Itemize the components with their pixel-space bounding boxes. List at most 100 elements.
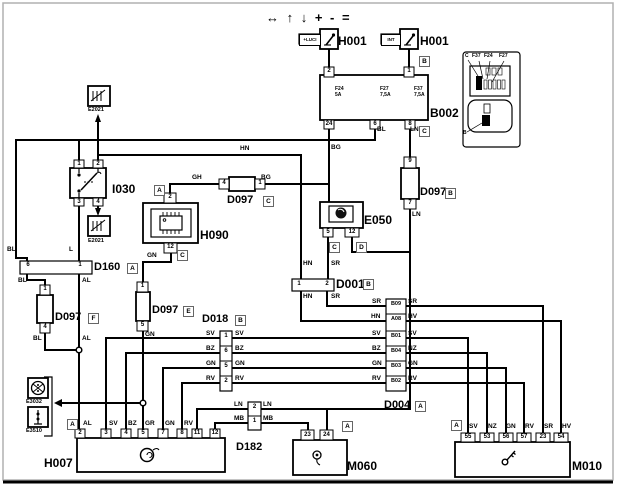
- wire-label-l: L: [69, 246, 73, 253]
- component-boxes: [27, 28, 571, 478]
- b002-pin-2: 2: [327, 68, 331, 74]
- wire-label-hn: HN: [303, 293, 313, 300]
- ref-a: A: [451, 420, 462, 431]
- wire-label-bz: BZ: [128, 420, 137, 427]
- d001-pin-1: 1: [297, 281, 301, 287]
- m010-pin-56: 56: [502, 434, 510, 440]
- h007-box: [76, 437, 226, 473]
- wire-label-sv: SV: [408, 330, 417, 337]
- ref-b: B: [235, 315, 246, 326]
- wire-rv: [181, 382, 525, 433]
- wire-label-gn: GN: [506, 423, 516, 430]
- wire-label-gn: GN: [165, 420, 175, 427]
- fuse-f37: F37: [414, 86, 423, 92]
- b002-pin-24: 24: [325, 121, 333, 127]
- d004-row-b01: B01: [390, 333, 402, 339]
- wire-label-sv: SV: [235, 330, 244, 337]
- wire-label-sr: SR: [372, 298, 382, 305]
- d182-label: D182: [236, 441, 263, 453]
- i030-pin-2: 2: [96, 161, 100, 167]
- legend-c: C: [465, 53, 469, 59]
- e050-pin-12: 12: [348, 229, 356, 235]
- e2021-bottom-box: [87, 215, 111, 237]
- wire-label-sr: SR: [544, 423, 554, 430]
- d004-label: D004: [384, 399, 411, 411]
- horn-spiral-icon: [139, 447, 160, 463]
- d160-label: D160: [94, 261, 121, 273]
- wire-label-sv: SV: [109, 420, 118, 427]
- d097c-label: D097: [227, 194, 254, 206]
- wire-label-bl: BL: [33, 335, 42, 342]
- ref-a: A: [415, 401, 426, 412]
- ref-b: B: [445, 188, 456, 199]
- fuse-f24: F24: [335, 86, 344, 92]
- e3510-label: E3510: [26, 428, 42, 434]
- d018-pin-2: 2: [224, 378, 228, 384]
- ground-icon: [90, 89, 106, 102]
- h007-pin-7: 7: [161, 430, 165, 436]
- wire-label-ln: LN: [410, 126, 419, 133]
- e050-label: E050: [364, 213, 393, 227]
- wire-label-hn: HN: [303, 260, 313, 267]
- wire-label-mb: MB: [263, 415, 274, 422]
- h007-pin-4: 4: [124, 430, 128, 436]
- wire-sv: [105, 337, 469, 433]
- ref-b: B: [419, 56, 430, 67]
- d001-label: D001: [336, 277, 365, 291]
- d001-strip: [291, 278, 335, 292]
- d004-column: [385, 298, 407, 392]
- wire-label-gn: GN: [235, 360, 245, 367]
- d097f-pin-1: 1: [43, 286, 47, 292]
- icons: [30, 33, 516, 466]
- wire-label-nz: NZ: [488, 423, 497, 430]
- m010-pin-57: 57: [520, 434, 528, 440]
- wire-hn: [98, 154, 302, 279]
- wire-label-rv: RV: [408, 375, 417, 382]
- e3032-label: E3032: [26, 399, 42, 405]
- wire-gn-row: [162, 367, 507, 433]
- switch-icon: [77, 168, 102, 198]
- d097e-pin-5: 5: [140, 322, 145, 328]
- b002-pin-8: 8: [408, 121, 412, 127]
- wire-label-bg: BG: [331, 144, 341, 151]
- wire-label-sr: SR: [331, 260, 341, 267]
- wire-label-sv: SV: [372, 330, 381, 337]
- wire-bl-feed: [15, 129, 376, 261]
- wire-label-gr: GR: [145, 420, 155, 427]
- wire-ln: [261, 129, 411, 410]
- h001-right-tag: INT: [381, 34, 401, 46]
- d018-label: D018: [202, 313, 229, 325]
- wire-label-gn: GN: [145, 331, 155, 338]
- m010-pin-55: 55: [464, 434, 472, 440]
- bulb-icon: [34, 410, 42, 425]
- stalk-icon: [404, 33, 416, 46]
- clock-icon: [335, 207, 347, 219]
- d097e-pin-1: 1: [140, 283, 145, 289]
- d097c-pin-1: 1: [258, 180, 262, 186]
- h001-right-box: [399, 28, 419, 50]
- pin-cells: [39, 66, 569, 443]
- wire-label-sv: SV: [206, 330, 215, 337]
- wires: [15, 49, 562, 433]
- d097f-label: D097: [55, 311, 82, 323]
- ref-a: A: [127, 263, 138, 274]
- column-dividers: [220, 313, 406, 417]
- m010-box: [454, 441, 571, 478]
- h001-left-tag: +LUCI: [299, 34, 321, 46]
- wire-label-sv: SV: [469, 423, 478, 430]
- fuse-f37-rating: 7,5A: [414, 92, 425, 98]
- d160-strip: [19, 260, 93, 275]
- ref-c: C: [263, 196, 274, 207]
- d160-pin-6: 6: [26, 262, 30, 268]
- d018-pin-5: 5: [224, 363, 228, 369]
- i030-pin-3: 3: [77, 199, 81, 205]
- m060-pin-24: 24: [323, 432, 330, 438]
- h090-pin-2: 2: [168, 194, 172, 200]
- e050-pin-5: 5: [326, 229, 330, 235]
- wire-label-nz: NZ: [408, 345, 417, 352]
- lighter-icon: [312, 450, 322, 466]
- i030-label: I030: [112, 182, 136, 196]
- wire-label-ln: LN: [412, 211, 421, 218]
- wire-label-bl: BL: [18, 277, 27, 284]
- ref-d: D: [356, 242, 367, 253]
